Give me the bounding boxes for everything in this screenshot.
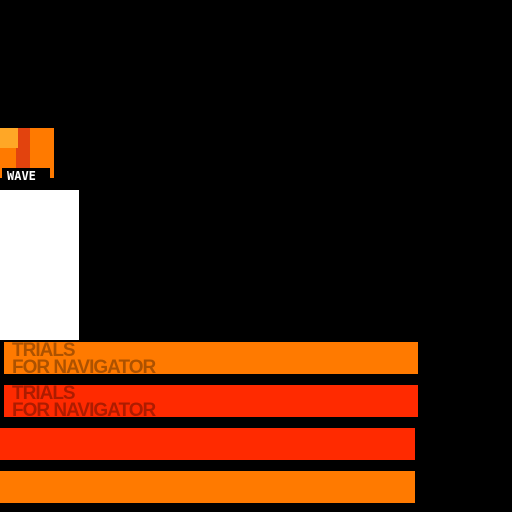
menu-bar-2[interactable]: TRIALS FOR NAVIGATOR bbox=[4, 385, 418, 417]
menu-bar-1-title: TRIALS FOR NAVIGATOR bbox=[12, 342, 156, 374]
menu-bar-1[interactable]: TRIALS FOR NAVIGATOR bbox=[4, 342, 418, 374]
menu-bar-1-title-line1: TRIALS bbox=[12, 342, 76, 361]
menu-bar-2-title: TRIALS FOR NAVIGATOR bbox=[12, 385, 156, 417]
wave-logo: WAVE bbox=[0, 128, 54, 188]
wave-logo-highlight bbox=[0, 128, 18, 148]
menu-bar-3[interactable] bbox=[0, 428, 415, 460]
menu-bar-1-title-line2: FOR NAVIGATOR bbox=[12, 357, 156, 374]
menu-bar-2-title-line1: TRIALS bbox=[12, 385, 76, 404]
preview-panel bbox=[0, 190, 79, 340]
menu-bar-2-title-line2: FOR NAVIGATOR bbox=[12, 400, 156, 417]
wave-logo-label: WAVE bbox=[2, 168, 50, 184]
menu-bar-4[interactable] bbox=[0, 471, 415, 503]
